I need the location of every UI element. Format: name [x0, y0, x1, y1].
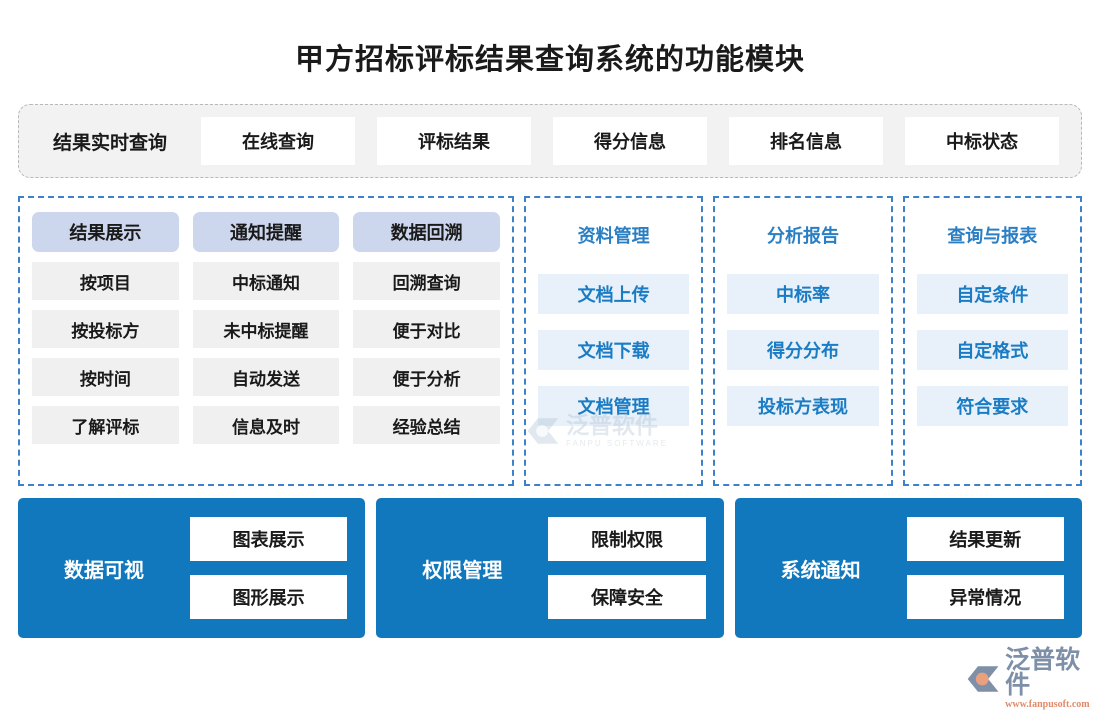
block-item[interactable]: 限制权限: [548, 517, 706, 561]
panel-analysis-report: 分析报告 中标率 得分分布 投标方表现: [713, 196, 893, 486]
block-item[interactable]: 图形展示: [190, 575, 348, 619]
realtime-query-chip[interactable]: 得分信息: [553, 117, 707, 165]
realtime-query-label: 结果实时查询: [52, 132, 167, 154]
panel-results-group: 结果展示 按项目 按投标方 按时间 了解评标 通知提醒 中标通知 未中标提醒 自…: [18, 196, 514, 486]
column-header[interactable]: 通知提醒: [192, 212, 340, 252]
column-item[interactable]: 中标通知: [192, 262, 340, 300]
block-permission-management: 权限管理 限制权限 保障安全: [376, 498, 724, 638]
panel-item[interactable]: 符合要求: [916, 386, 1068, 426]
realtime-query-items: 在线查询 评标结果 得分信息 排名信息 中标状态: [201, 117, 1081, 165]
column-item[interactable]: 按项目: [32, 262, 179, 300]
block-system-notification: 系统通知 结果更新 异常情况: [734, 498, 1082, 638]
panel-item[interactable]: 中标率: [727, 274, 879, 314]
block-label: 数据可视: [64, 559, 144, 582]
realtime-query-section: 结果实时查询 在线查询 评标结果 得分信息 排名信息 中标状态: [18, 104, 1082, 178]
block-label: 系统通知: [780, 559, 861, 582]
panel-document-management: 资料管理 文档上传 文档下载 文档管理: [524, 196, 704, 486]
bottom-blocks-row: 数据可视 图表展示 图形展示 权限管理 限制权限 保障安全 系统通知 结果更新 …: [18, 498, 1082, 638]
column-notification-reminder: 通知提醒 中标通知 未中标提醒 自动发送 信息及时: [192, 212, 340, 470]
block-items: 结果更新 异常情况: [906, 517, 1064, 619]
middle-panels-row: 结果展示 按项目 按投标方 按时间 了解评标 通知提醒 中标通知 未中标提醒 自…: [18, 196, 1082, 486]
block-item[interactable]: 保障安全: [548, 575, 706, 619]
realtime-query-chip[interactable]: 排名信息: [729, 117, 883, 165]
panel-item[interactable]: 文档上传: [538, 274, 690, 314]
column-item[interactable]: 便于对比: [353, 310, 501, 348]
column-item[interactable]: 信息及时: [192, 406, 340, 444]
fanpu-logo-mark-icon: [967, 666, 999, 692]
block-item[interactable]: 结果更新: [906, 517, 1064, 561]
block-items: 限制权限 保障安全: [548, 517, 706, 619]
realtime-query-chip[interactable]: 在线查询: [201, 117, 355, 165]
logo-url: www.fanpusoft.com: [1005, 699, 1090, 710]
realtime-query-chip[interactable]: 评标结果: [377, 117, 531, 165]
block-data-visualization: 数据可视 图表展示 图形展示: [18, 498, 366, 638]
panel-header: 分析报告: [766, 226, 839, 246]
panel-item[interactable]: 文档下载: [538, 330, 690, 370]
block-items: 图表展示 图形展示: [190, 517, 348, 619]
column-header[interactable]: 数据回溯: [353, 212, 501, 252]
panel-header: 查询与报表: [947, 226, 1038, 246]
panel-item[interactable]: 自定条件: [916, 274, 1068, 314]
logo-text: 泛普软件 www.fanpusoft.com: [1005, 648, 1100, 710]
column-item[interactable]: 便于分析: [353, 358, 501, 396]
logo-cn: 泛普软件: [1005, 646, 1081, 699]
panel-header: 资料管理: [577, 226, 650, 246]
panel-item[interactable]: 投标方表现: [727, 386, 879, 426]
panel-item[interactable]: 自定格式: [916, 330, 1068, 370]
column-item[interactable]: 回溯查询: [353, 262, 501, 300]
column-data-traceback: 数据回溯 回溯查询 便于对比 便于分析 经验总结: [353, 212, 501, 470]
realtime-query-chip[interactable]: 中标状态: [905, 117, 1059, 165]
panel-item[interactable]: 文档管理: [538, 386, 690, 426]
panel-item[interactable]: 得分分布: [727, 330, 879, 370]
column-item[interactable]: 了解评标: [32, 406, 179, 444]
column-item[interactable]: 经验总结: [353, 406, 501, 444]
block-item[interactable]: 异常情况: [906, 575, 1064, 619]
fanpu-logo: 泛普软件 www.fanpusoft.com: [966, 648, 1100, 710]
column-header[interactable]: 结果展示: [32, 212, 179, 252]
page-title: 甲方招标评标结果查询系统的功能模块: [294, 44, 805, 76]
column-result-display: 结果展示 按项目 按投标方 按时间 了解评标: [32, 212, 179, 470]
column-item[interactable]: 按投标方: [32, 310, 179, 348]
block-item[interactable]: 图表展示: [190, 517, 348, 561]
panel-query-and-report: 查询与报表 自定条件 自定格式 符合要求: [902, 196, 1082, 486]
block-label: 权限管理: [422, 559, 503, 582]
column-item[interactable]: 自动发送: [192, 358, 340, 396]
column-item[interactable]: 未中标提醒: [192, 310, 340, 348]
column-item[interactable]: 按时间: [32, 358, 179, 396]
